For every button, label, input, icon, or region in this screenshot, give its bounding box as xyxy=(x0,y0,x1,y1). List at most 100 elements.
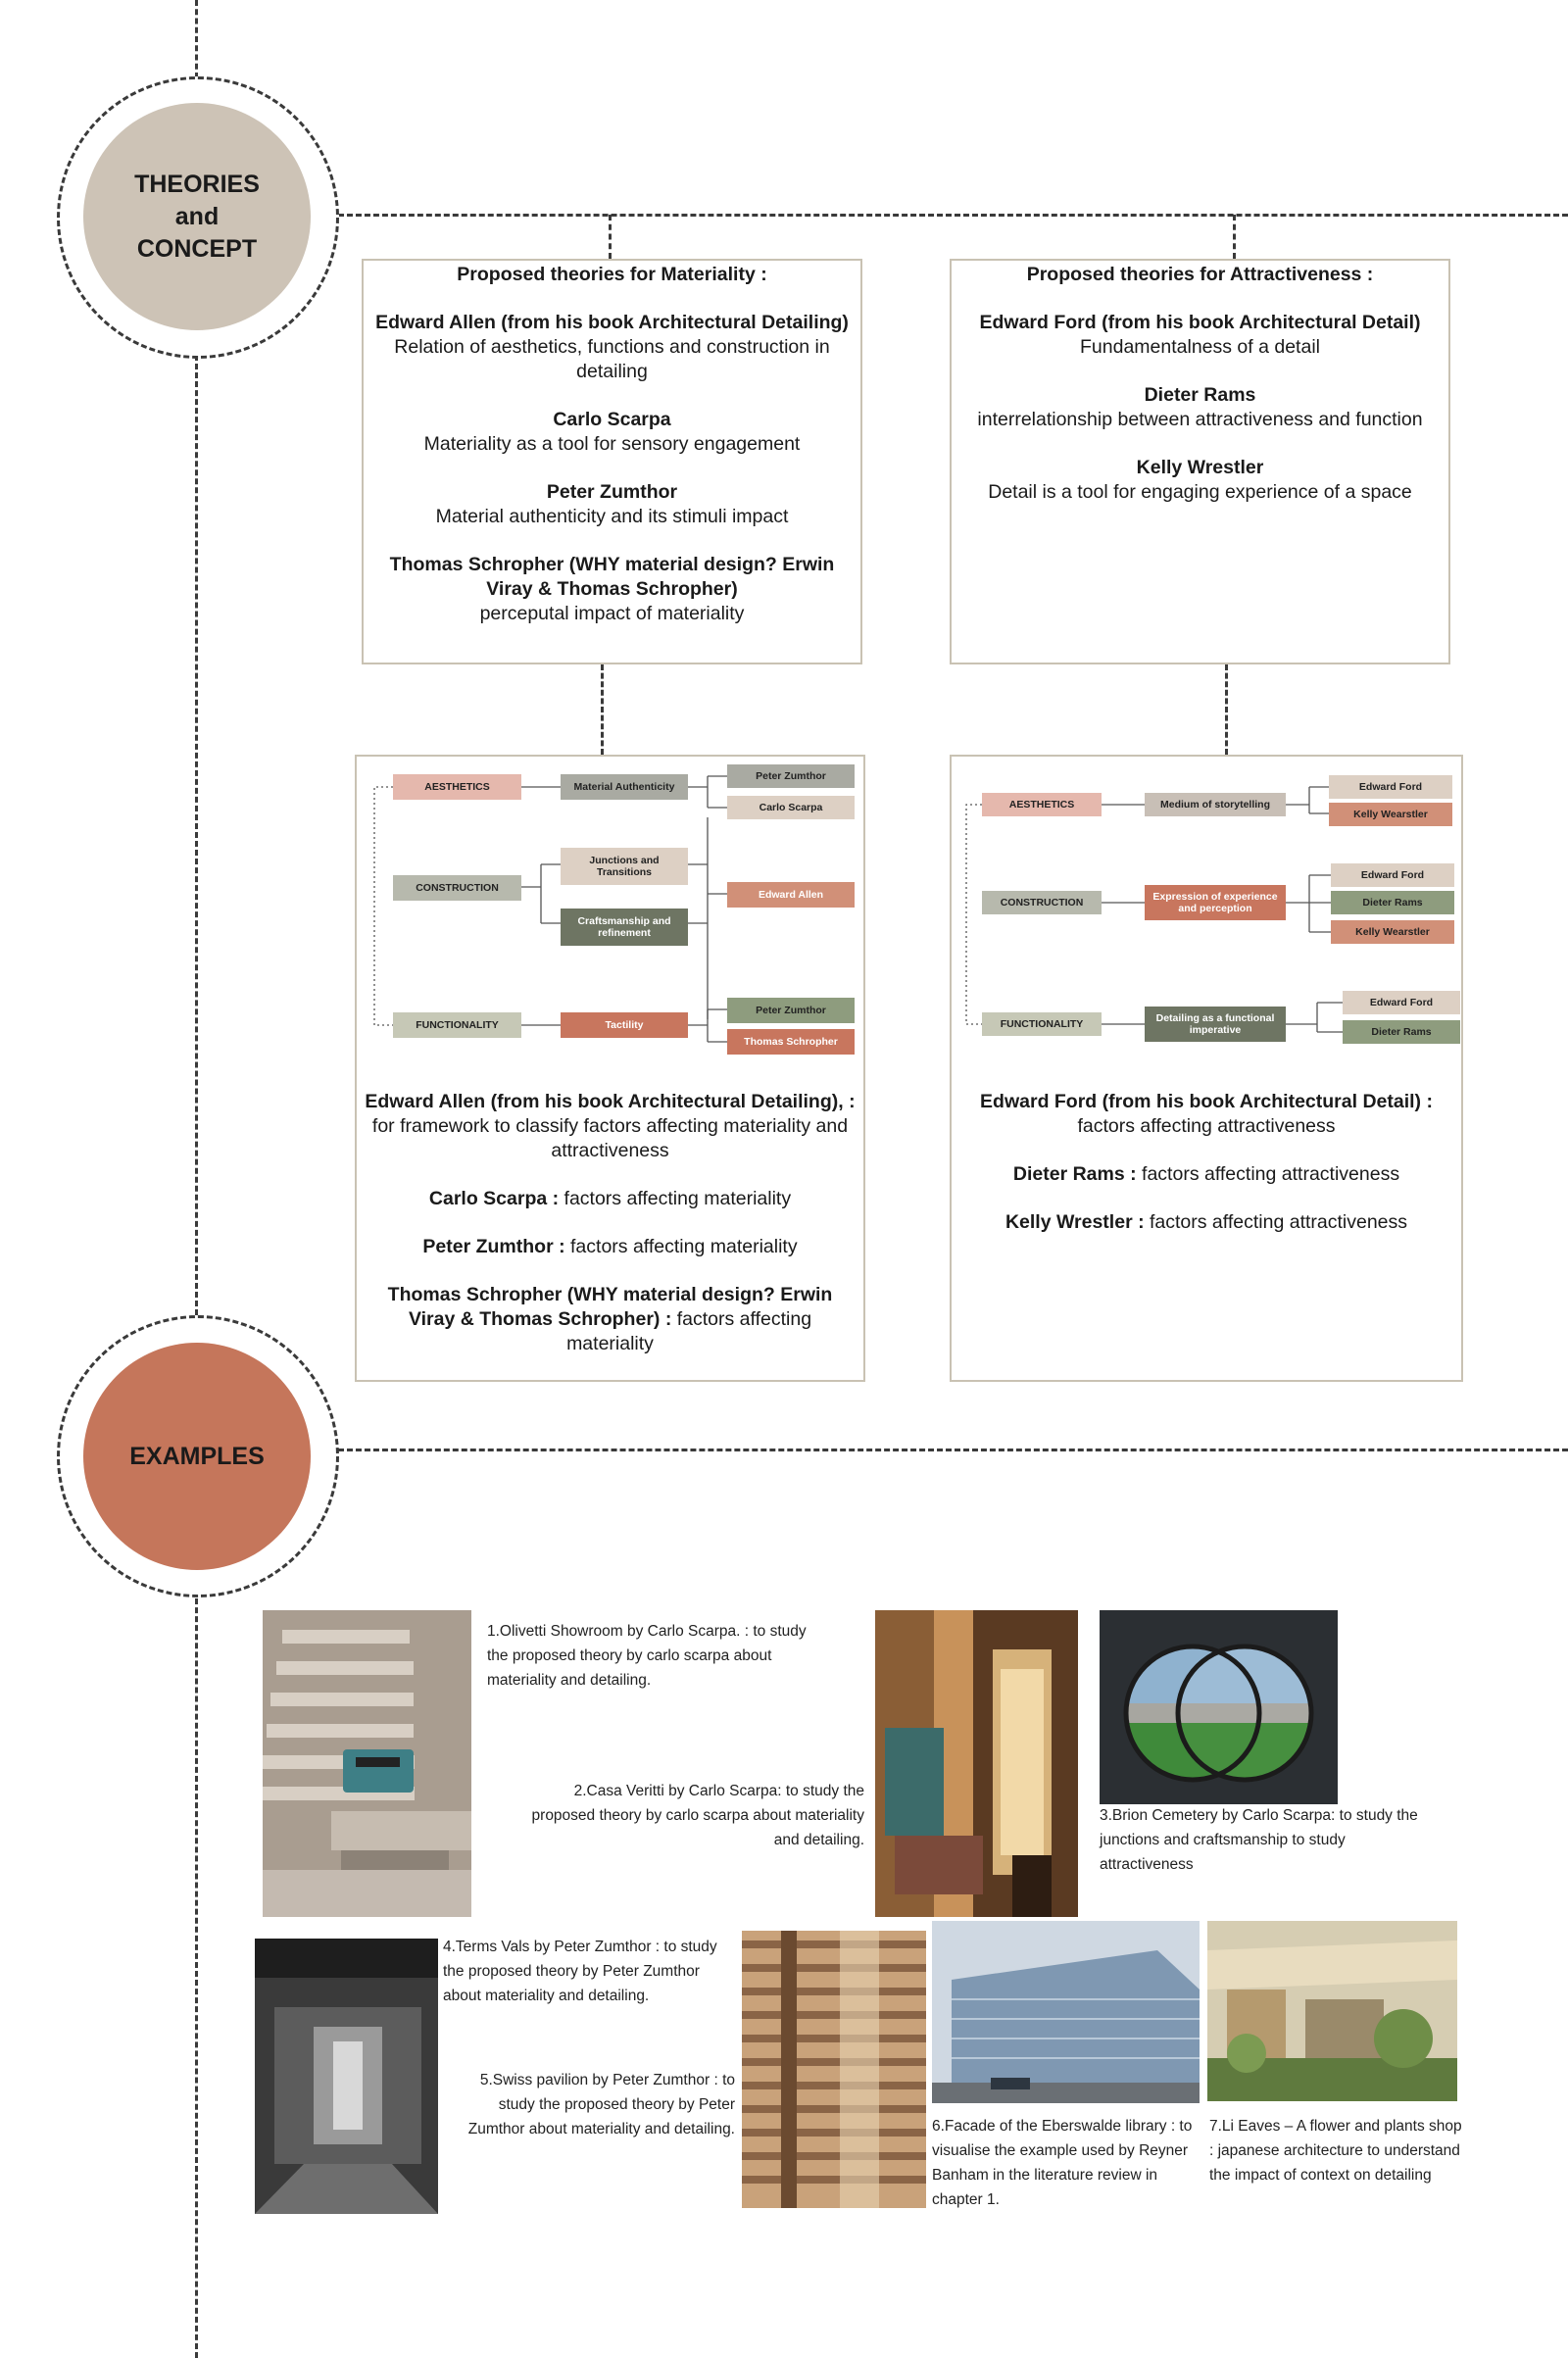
examples-label: EXAMPLES xyxy=(129,1442,265,1470)
theories-connector-line xyxy=(338,214,1568,217)
example-caption-4: 4.Terms Vals by Peter Zumthor : to study… xyxy=(443,1939,717,2004)
node-thomas-schropher: Thomas Schropher xyxy=(727,1029,855,1055)
photo-swiss-pavilion xyxy=(742,1931,926,2208)
theory-desc: Detail is a tool for engaging experience… xyxy=(988,481,1412,503)
attractiveness-title: Proposed theories for Attractiveness : xyxy=(1026,264,1374,285)
theory-desc: perceputal impact of materiality xyxy=(479,603,745,624)
examples-badge: EXAMPLES xyxy=(83,1343,311,1570)
node-craftsmanship: Craftsmanship and refinement xyxy=(561,909,688,946)
photo-eberswalde-library xyxy=(932,1921,1200,2103)
photo-olivetti-showroom xyxy=(263,1610,471,1917)
materiality-theories-text: Proposed theories for Materiality : Edwa… xyxy=(368,263,856,650)
node-storytelling: Medium of storytelling xyxy=(1145,793,1286,816)
note-desc: for framework to classify factors affect… xyxy=(371,1115,849,1161)
theorist-name: Kelly Wrestler xyxy=(1136,457,1264,478)
note-desc: factors affecting attractiveness xyxy=(1150,1211,1408,1233)
attractiveness-theories-box xyxy=(950,259,1450,664)
tree-note: Peter Zumthor : factors affecting materi… xyxy=(365,1235,856,1259)
materiality-entry: Edward Allen (from his book Architectura… xyxy=(368,311,856,384)
materiality-title: Proposed theories for Materiality : xyxy=(457,264,767,285)
node-construction: CONSTRUCTION xyxy=(982,891,1102,914)
note-name: Edward Allen (from his book Architectura… xyxy=(365,1091,856,1112)
materiality-entry: Thomas Schropher (WHY material design? E… xyxy=(368,553,856,626)
link-materiality-tree xyxy=(601,664,604,755)
theorist-name: Peter Zumthor xyxy=(546,481,678,503)
attractiveness-entry: Edward Ford (from his book Architectural… xyxy=(956,311,1444,360)
tree-note: Kelly Wrestler : factors affecting attra… xyxy=(956,1210,1456,1235)
examples-connector-line xyxy=(338,1449,1568,1451)
timeline-bottom xyxy=(195,1590,198,2358)
example-caption-3: 3.Brion Cemetery by Carlo Scarpa: to stu… xyxy=(1100,1807,1418,1873)
node-edward-ford: Edward Ford xyxy=(1331,863,1454,887)
theory-desc: Materiality as a tool for sensory engage… xyxy=(423,433,801,455)
node-peter-zumthor: Peter Zumthor xyxy=(727,764,855,788)
note-name: Thomas Schropher (WHY material design? E… xyxy=(387,1284,833,1330)
note-desc: factors affecting materiality xyxy=(570,1236,798,1257)
node-tactility: Tactility xyxy=(561,1012,688,1038)
node-dieter-rams: Dieter Rams xyxy=(1343,1020,1460,1044)
node-edward-ford: Edward Ford xyxy=(1329,775,1452,799)
theorist-name: Dieter Rams xyxy=(1144,384,1256,406)
node-edward-ford: Edward Ford xyxy=(1343,991,1460,1014)
example-caption-7: 7.Li Eaves – A flower and plants shop : … xyxy=(1209,2118,1462,2184)
drop-attractiveness xyxy=(1233,215,1236,259)
theorist-name: Edward Allen (from his book Architectura… xyxy=(375,312,849,333)
node-junctions: Junctions and Transitions xyxy=(561,848,688,885)
theorist-name: Edward Ford (from his book Architectural… xyxy=(979,312,1421,333)
node-kelly-wearstler: Kelly Wearstler xyxy=(1331,920,1454,944)
photo-casa-veritti xyxy=(875,1610,1078,1917)
node-peter-zumthor: Peter Zumthor xyxy=(727,998,855,1023)
note-name: Dieter Rams : xyxy=(1012,1163,1137,1185)
theory-desc: Material authenticity and its stimuli im… xyxy=(435,506,789,527)
theories-label: THEORIES and CONCEPT xyxy=(134,170,260,263)
theory-desc: interrelationship between attractiveness… xyxy=(977,409,1423,430)
theories-badge: THEORIES and CONCEPT xyxy=(83,103,311,330)
node-material-authenticity: Material Authenticity xyxy=(561,774,688,800)
photo-li-eaves xyxy=(1207,1921,1457,2101)
node-detailing: Detailing as a functional imperative xyxy=(1145,1007,1286,1042)
materiality-theories-box xyxy=(362,259,862,664)
timeline-middle xyxy=(195,355,198,1315)
node-kelly-wearstler: Kelly Wearstler xyxy=(1329,803,1452,826)
theory-desc: Relation of aesthetics, functions and co… xyxy=(394,336,830,382)
note-name: Kelly Wrestler : xyxy=(1004,1211,1145,1233)
example-caption-6: 6.Facade of the Eberswalde library : to … xyxy=(932,2118,1193,2208)
theorist-name: Carlo Scarpa xyxy=(553,409,671,430)
note-name: Carlo Scarpa : xyxy=(428,1188,560,1209)
link-attractiveness-tree xyxy=(1225,664,1228,755)
note-desc: factors affecting attractiveness xyxy=(1142,1163,1400,1185)
node-functionality: FUNCTIONALITY xyxy=(393,1012,521,1038)
example-caption-2: 2.Casa Veritti by Carlo Scarpa: to study… xyxy=(531,1783,864,1848)
node-carlo-scarpa: Carlo Scarpa xyxy=(727,796,855,819)
attractiveness-tree-notes: Edward Ford (from his book Architectural… xyxy=(956,1090,1456,1258)
note-desc: factors affecting materiality xyxy=(566,1308,812,1354)
attractiveness-entry: Dieter Rams interrelationship between att… xyxy=(956,383,1444,432)
node-functionality: FUNCTIONALITY xyxy=(982,1012,1102,1036)
example-caption-1: 1.Olivetti Showroom by Carlo Scarpa. : t… xyxy=(487,1623,807,1689)
node-edward-allen: Edward Allen xyxy=(727,882,855,908)
node-dieter-rams: Dieter Rams xyxy=(1331,891,1454,914)
tree-note: Edward Allen (from his book Architectura… xyxy=(365,1090,856,1163)
photo-terms-vals xyxy=(255,1939,438,2214)
example-caption-5: 5.Swiss pavilion by Peter Zumthor : to s… xyxy=(467,2072,735,2137)
note-name: Edward Ford (from his book Architectural… xyxy=(980,1091,1433,1112)
tree-note: Thomas Schropher (WHY material design? E… xyxy=(365,1283,856,1356)
attractiveness-theories-text: Proposed theories for Attractiveness : E… xyxy=(956,263,1444,528)
attractiveness-tree-box xyxy=(950,755,1463,1382)
node-expression: Expression of experience and perception xyxy=(1145,885,1286,920)
photo-brion-cemetery xyxy=(1100,1610,1338,1804)
node-aesthetics: AESTHETICS xyxy=(982,793,1102,816)
note-desc: factors affecting materiality xyxy=(564,1188,792,1209)
node-construction: CONSTRUCTION xyxy=(393,875,521,901)
note-desc: factors affecting attractiveness xyxy=(1077,1115,1336,1137)
note-name: Peter Zumthor : xyxy=(422,1236,565,1257)
node-aesthetics: AESTHETICS xyxy=(393,774,521,800)
tree-note: Edward Ford (from his book Architectural… xyxy=(956,1090,1456,1139)
drop-materiality xyxy=(609,215,612,259)
theory-desc: Fundamentalness of a detail xyxy=(1080,336,1320,358)
tree-note: Dieter Rams : factors affecting attracti… xyxy=(956,1162,1456,1187)
materiality-tree-notes: Edward Allen (from his book Architectura… xyxy=(365,1090,856,1380)
